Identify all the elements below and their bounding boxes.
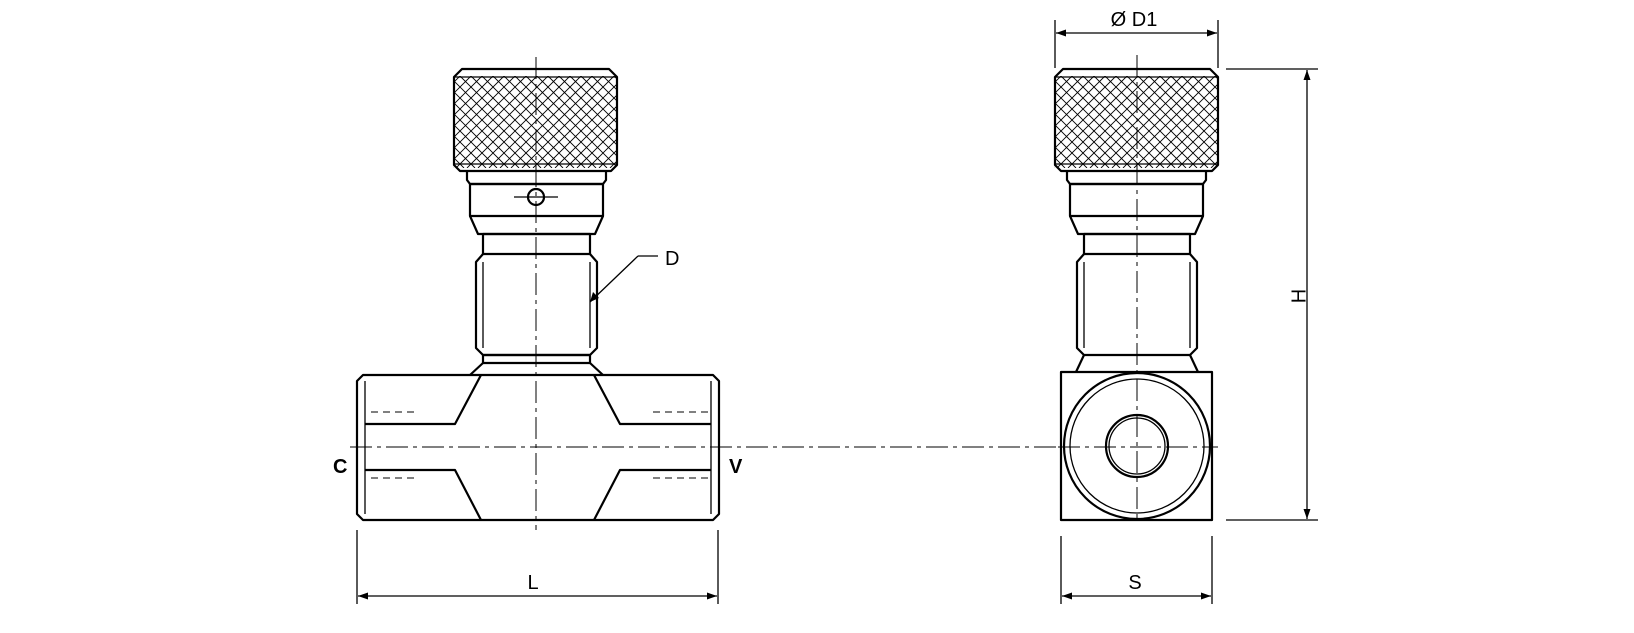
side-view bbox=[1053, 55, 1220, 522]
dimension-h-label: H bbox=[1288, 289, 1310, 303]
dimension-s: S bbox=[1060, 536, 1213, 604]
knurled-knob-side bbox=[1053, 67, 1220, 173]
dimension-h: H bbox=[1226, 68, 1318, 521]
knurl-hatching bbox=[1054, 76, 1217, 168]
dimension-s-label: S bbox=[1128, 572, 1141, 594]
front-view bbox=[350, 57, 1058, 530]
dimension-d1: Ø D1 bbox=[1054, 9, 1219, 68]
dimension-d1-label: Ø D1 bbox=[1111, 9, 1158, 31]
thread-label: D bbox=[665, 248, 679, 270]
port-label-c: C bbox=[333, 456, 347, 478]
dimension-l-label: L bbox=[527, 572, 538, 594]
knurl-hatching bbox=[453, 76, 616, 168]
dimension-l: L bbox=[356, 530, 719, 604]
dimension-d-leader: D bbox=[589, 248, 679, 303]
port-label-v: V bbox=[729, 456, 743, 478]
knurled-knob bbox=[452, 67, 619, 173]
